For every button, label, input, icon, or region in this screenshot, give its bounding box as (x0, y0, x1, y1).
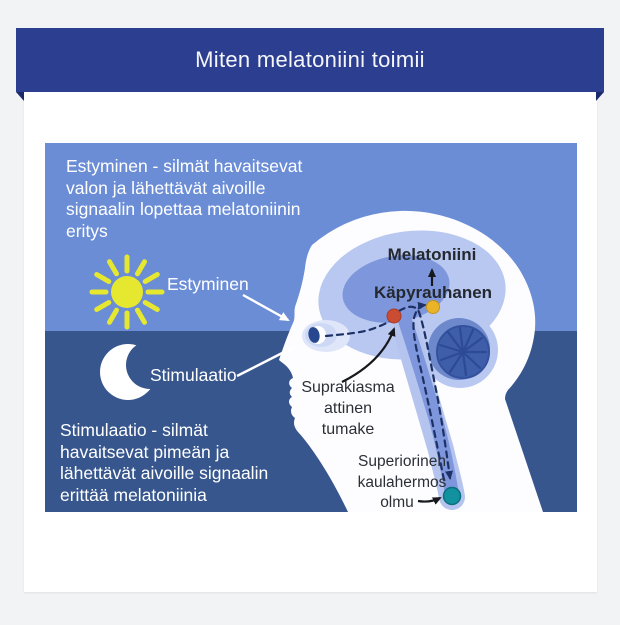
night-line: lähettävät aivoille signaalin (60, 463, 269, 483)
svg-text:Superiorinen: Superiorinen (358, 453, 446, 470)
ribbon-fold-left (16, 92, 24, 101)
svg-text:olmu: olmu (380, 494, 414, 511)
annotation-arrows (341, 268, 442, 505)
svg-text:Suprakiasma: Suprakiasma (301, 379, 394, 396)
ascending-path (412, 301, 446, 482)
descending-path (397, 305, 454, 480)
svg-text:kaulahermos: kaulahermos (358, 474, 447, 491)
scn-arrow (341, 327, 396, 383)
moon-icon (100, 341, 174, 400)
scn-dot (386, 308, 402, 324)
night-description: Stimulaatio - silmät havaitsevat pimeän … (60, 420, 360, 506)
day-line: signaalin lopettaa melatoniinin (66, 199, 301, 219)
callout-arrows (236, 293, 296, 378)
ganglion-dot (442, 486, 462, 506)
day-line: Estyminen - silmät havaitsevat (66, 156, 303, 176)
inhibition-label: Estyminen (167, 274, 249, 294)
ribbon-fold-right (596, 92, 604, 101)
header-ribbon: Miten melatoniini toimii (16, 28, 604, 92)
svg-text:tumake: tumake (322, 421, 375, 438)
night-line: Stimulaatio - silmät (60, 420, 208, 440)
stimulation-label: Stimulaatio (150, 365, 237, 385)
pineal-gland-label: Käpyrauhanen (374, 283, 492, 302)
night-line: havaitsevat pimeän ja (60, 441, 230, 462)
day-description: Estyminen - silmät havaitsevat valon ja … (66, 156, 366, 242)
svg-text:attinen: attinen (324, 400, 372, 417)
eye-lens (308, 327, 320, 343)
stimulation-arrow (236, 345, 296, 378)
melatonin-diagram: Estyminen Stimulaatio Melatoniini Käpyra… (45, 143, 577, 512)
scg-arrow (417, 497, 442, 505)
brain (318, 230, 506, 510)
page-title: Miten melatoniini toimii (195, 47, 425, 72)
night-line: erittää melatoniinia (60, 484, 207, 505)
cerebellum (436, 325, 490, 379)
diagram-svg: Estyminen Stimulaatio Melatoniini Käpyra… (45, 143, 577, 512)
melatonin-label: Melatoniini (388, 245, 477, 264)
day-line: eritys (66, 220, 108, 241)
day-line: valon ja lähettävät aivoille (66, 177, 266, 198)
scn-label: Suprakiasma attinen tumake (301, 379, 394, 438)
scg-label: Superiorinen kaulahermos olmu (358, 453, 447, 511)
brainstem-channel (395, 305, 459, 501)
pineal-dot (426, 300, 440, 314)
inhibition-arrow (242, 293, 290, 322)
sun-icon (89, 254, 165, 330)
